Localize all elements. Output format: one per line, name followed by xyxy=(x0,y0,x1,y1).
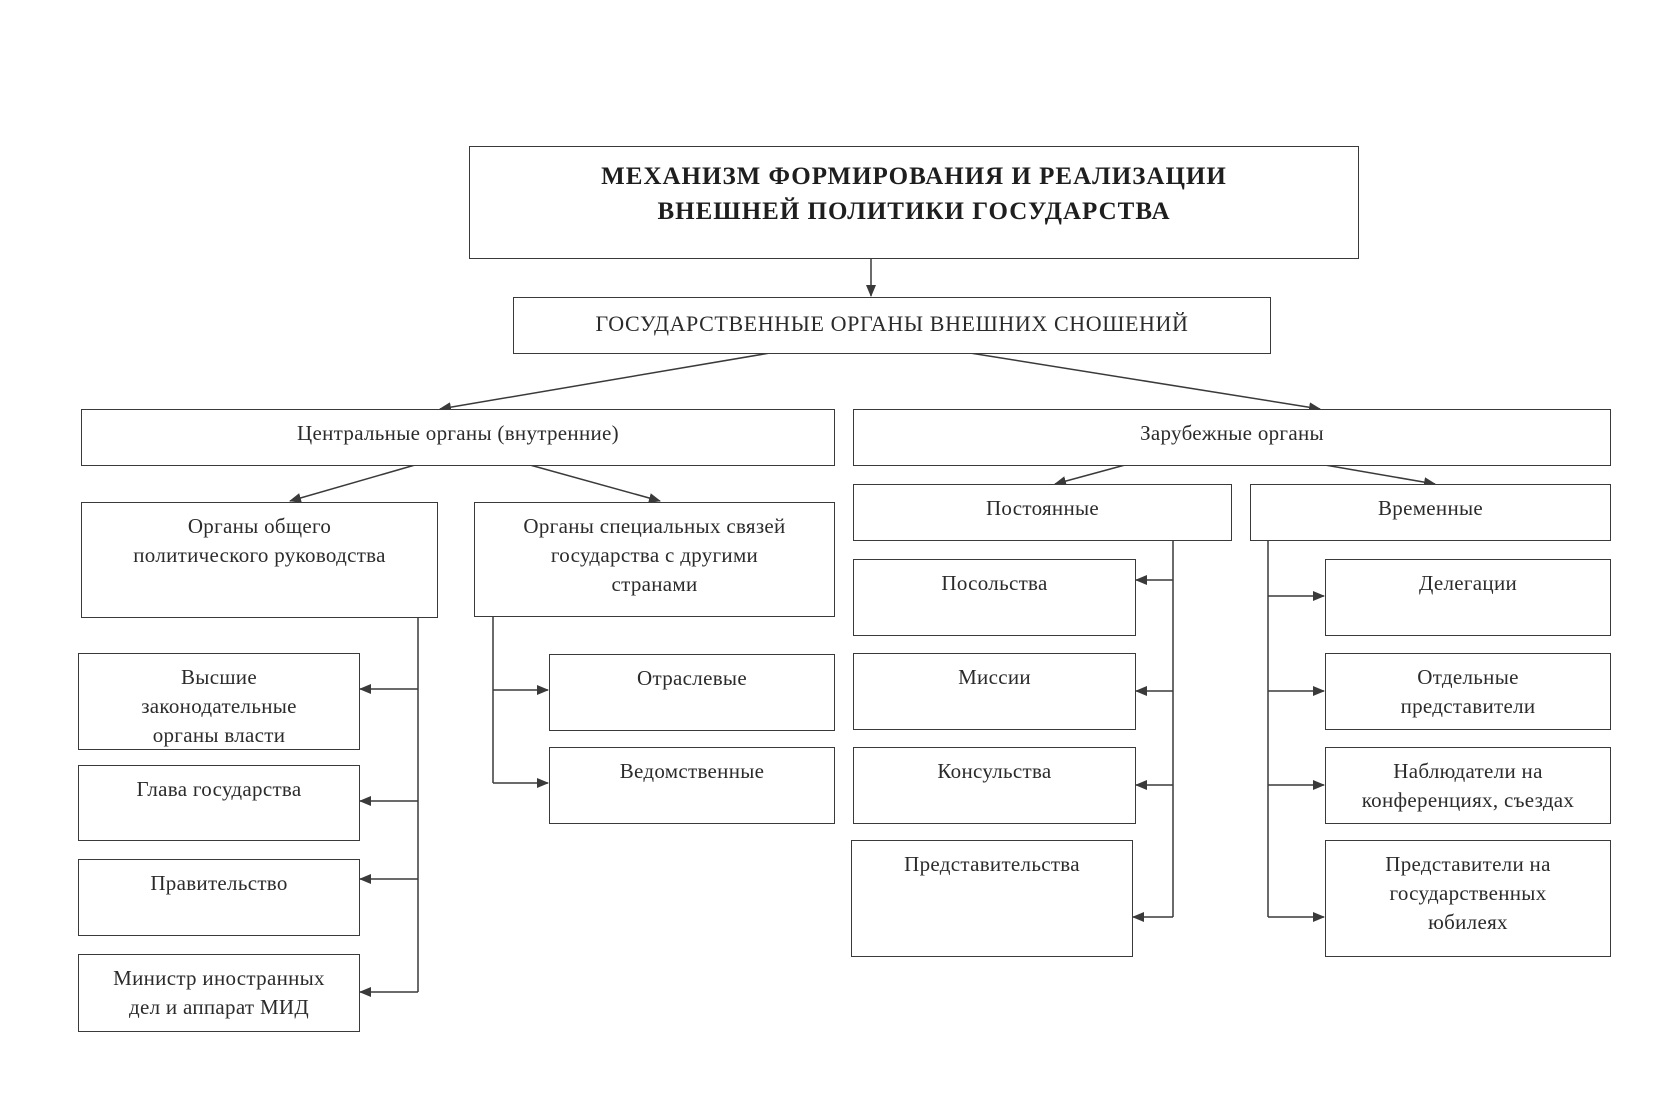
temporary-item-text: Отдельные представители xyxy=(1400,665,1536,718)
general-item-legislature: Высшие законодательные органы власти xyxy=(78,653,360,750)
arrow-to-central xyxy=(439,352,771,413)
permanent-item-missions: Миссии xyxy=(853,653,1136,730)
special-relations-box: Органы специальных связей государства с … xyxy=(474,502,835,617)
general-item-text: Министр иностранных дел и аппарат МИД xyxy=(113,966,325,1019)
permanent-item-representations: Представительства xyxy=(851,840,1133,957)
general-leadership-box: Органы общего политического руководства xyxy=(81,502,438,618)
special-item-departmental: Ведомственные xyxy=(549,747,835,824)
central-bodies-box: Центральные органы (внутренние) xyxy=(81,409,835,466)
arrow-to-permanent xyxy=(1054,464,1126,486)
general-item-foreign-minister: Министр иностранных дел и аппарат МИД xyxy=(78,954,360,1032)
general-item-government: Правительство xyxy=(78,859,360,936)
foreign-bodies-text: Зарубежные органы xyxy=(1140,421,1324,445)
temporary-item-observers: Наблюдатели на конференциях, съездах xyxy=(1325,747,1611,824)
special-relations-text: Органы специальных связей государства с … xyxy=(523,514,786,596)
arrow-to-general xyxy=(289,464,416,503)
arrow-to-foreign xyxy=(969,352,1321,413)
general-item-text: Глава государства xyxy=(136,777,302,801)
temporary-item-individual-reps: Отдельные представители xyxy=(1325,653,1611,730)
special-item-text: Отраслевые xyxy=(637,666,747,690)
general-item-text: Правительство xyxy=(150,871,288,895)
special-item-sectoral: Отраслевые xyxy=(549,654,835,731)
permanent-item-embassies: Посольства xyxy=(853,559,1136,636)
arrow-to-temporary xyxy=(1324,464,1436,488)
state-bodies-box: ГОСУДАРСТВЕННЫЕ ОРГАНЫ ВНЕШНИХ СНОШЕНИЙ xyxy=(513,297,1271,354)
foreign-bodies-box: Зарубежные органы xyxy=(853,409,1611,466)
state-bodies-text: ГОСУДАРСТВЕННЫЕ ОРГАНЫ ВНЕШНИХ СНОШЕНИЙ xyxy=(595,311,1189,336)
permanent-item-text: Миссии xyxy=(958,665,1031,689)
permanent-item-text: Посольства xyxy=(941,571,1048,595)
permanent-item-consulates: Консульства xyxy=(853,747,1136,824)
arrow-to-special xyxy=(529,464,661,503)
temporary-item-text: Делегации xyxy=(1418,571,1518,595)
temporary-box: Временные xyxy=(1250,484,1611,541)
permanent-box: Постоянные xyxy=(853,484,1232,541)
temporary-item-jubilee-reps: Представители на государственных юбилеях xyxy=(1325,840,1611,957)
diagram-title-text: МЕХАНИЗМ ФОРМИРОВАНИЯ И РЕАЛИЗАЦИИ ВНЕШН… xyxy=(601,163,1227,225)
temporary-item-delegations: Делегации xyxy=(1325,559,1611,636)
temporary-item-text: Наблюдатели на конференциях, съездах xyxy=(1361,759,1575,812)
general-leadership-text: Органы общего политического руководства xyxy=(133,514,386,567)
permanent-item-text: Консульства xyxy=(937,759,1052,783)
special-item-text: Ведомственные xyxy=(619,759,765,783)
diagram-title: МЕХАНИЗМ ФОРМИРОВАНИЯ И РЕАЛИЗАЦИИ ВНЕШН… xyxy=(469,146,1359,259)
temporary-text: Временные xyxy=(1377,496,1484,520)
temporary-item-text: Представители на государственных юбилеях xyxy=(1385,852,1551,934)
central-bodies-text: Центральные органы (внутренние) xyxy=(297,421,619,445)
permanent-text: Постоянные xyxy=(985,496,1100,520)
general-item-head-of-state: Глава государства xyxy=(78,765,360,841)
permanent-item-text: Представительства xyxy=(904,852,1080,876)
general-item-text: Высшие законодательные органы власти xyxy=(141,665,297,747)
